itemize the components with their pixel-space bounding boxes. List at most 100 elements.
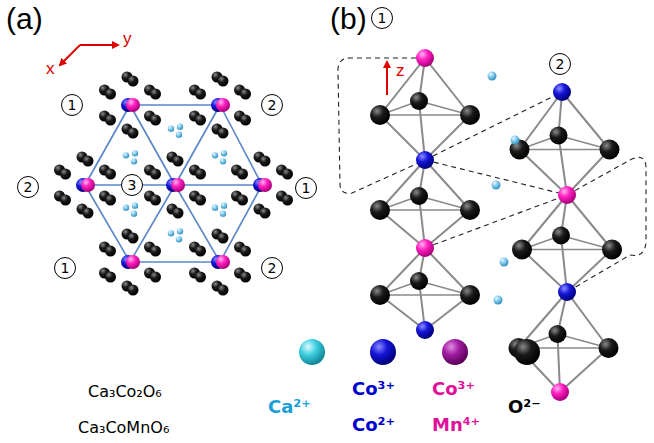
oxygen-atom [173, 156, 184, 167]
oxygen-atom [150, 169, 161, 180]
bond-line [567, 195, 612, 250]
oxygen-atom [105, 89, 116, 100]
calcium-atom [123, 152, 129, 158]
lattice-line [85, 185, 130, 262]
axis-arrow [60, 45, 80, 65]
oxygen-atom [195, 115, 206, 126]
lattice-line [85, 105, 130, 185]
callout-number: 2 [268, 261, 277, 275]
metal-atom [553, 83, 571, 101]
oxygen-atom [128, 233, 139, 244]
metal-atom [216, 255, 230, 269]
bond-line [425, 58, 470, 115]
oxygen-atom [150, 195, 161, 206]
callout-circle: 1 [371, 7, 393, 29]
lattice-line [220, 105, 262, 185]
calcium-atom [212, 152, 218, 158]
oxygen-atom [105, 195, 116, 206]
legend-sphere [514, 339, 540, 365]
calcium-atom [177, 123, 183, 129]
callout-number: 1 [68, 98, 77, 112]
bond-line [559, 136, 568, 196]
ion-label: Co³⁺ [352, 380, 395, 398]
oxygen-atom [240, 272, 251, 283]
bond-line [567, 292, 609, 348]
ion-label: Co²⁺ [352, 416, 395, 434]
callout-number: 1 [61, 261, 70, 275]
oxygen-atom [83, 208, 94, 219]
oxygen-atom [60, 169, 71, 180]
bond-line [520, 149, 610, 150]
calcium-atom [132, 150, 138, 156]
oxygen-atom [410, 92, 428, 110]
compound-formula: Ca₃Co₂O₆ [88, 384, 162, 400]
calcium-atom [177, 228, 183, 234]
oxygen-atom [260, 208, 271, 219]
oxygen-atom [128, 285, 139, 296]
bond-line [380, 114, 470, 115]
ion-label: O²⁻ [508, 398, 541, 416]
calcium-atom [488, 72, 497, 81]
ion-label: Mn⁴⁺ [432, 416, 480, 434]
oxygen-atom [512, 240, 532, 260]
legend-sphere [370, 339, 396, 365]
callout-circle: 2 [17, 176, 39, 198]
oxygen-atom [150, 272, 161, 283]
callout-number: 2 [268, 98, 277, 112]
axis-arrow [386, 62, 388, 95]
oxygen-atom [218, 285, 229, 296]
metal-atom [551, 383, 569, 401]
legend-sphere [299, 339, 325, 365]
oxygen-atom [460, 105, 480, 125]
oxygen-atom [460, 200, 480, 220]
oxygen-atom [218, 128, 229, 139]
oxygen-atom [105, 169, 116, 180]
oxygen-atom [600, 140, 620, 160]
calcium-atom [123, 204, 129, 210]
calcium-atom [132, 202, 138, 208]
oxygen-atom [105, 115, 116, 126]
oxygen-atom [128, 76, 139, 87]
panel-letter: (b) [330, 4, 367, 34]
callout-circle: 1 [54, 257, 76, 279]
oxygen-atom [218, 233, 229, 244]
legend-sphere [442, 339, 468, 365]
oxygen-atom [370, 105, 390, 125]
guide-dashed-line [425, 160, 567, 195]
oxygen-atom [410, 272, 428, 290]
metal-atom [216, 98, 230, 112]
oxygen-atom [370, 285, 390, 305]
ion-label: Co³⁺ [432, 380, 475, 398]
calcium-atom [494, 296, 503, 305]
callout-circle: 2 [261, 257, 283, 279]
lattice-line [130, 104, 220, 106]
oxygen-atom [195, 169, 206, 180]
metal-atom [416, 239, 434, 257]
ion-label: Ca²⁺ [268, 398, 311, 416]
oxygen-atom [460, 285, 480, 305]
oxygen-atom [370, 200, 390, 220]
compound-formula: Ca₃CoMnO₆ [78, 420, 169, 436]
bond-line [380, 209, 470, 210]
oxygen-atom [173, 208, 184, 219]
calcium-atom [220, 210, 226, 216]
calcium-atom [168, 230, 174, 236]
guide-dashed-line [567, 157, 646, 292]
bond-line [522, 249, 612, 250]
oxygen-atom [240, 89, 251, 100]
metal-atom [416, 321, 434, 339]
callout-number: 1 [302, 181, 311, 195]
lattice-line [175, 185, 220, 262]
metal-atom [126, 98, 140, 112]
callout-number: 1 [378, 11, 387, 25]
panel-letter: (a) [6, 4, 43, 34]
callout-number: 2 [24, 180, 33, 194]
oxygen-atom [150, 246, 161, 257]
oxygen-atom [282, 195, 293, 206]
calcium-atom [131, 210, 137, 216]
bond-line [380, 294, 470, 295]
axis-label: z [396, 62, 405, 79]
metal-atom [126, 255, 140, 269]
oxygen-atom [218, 76, 229, 87]
calcium-atom [221, 150, 227, 156]
